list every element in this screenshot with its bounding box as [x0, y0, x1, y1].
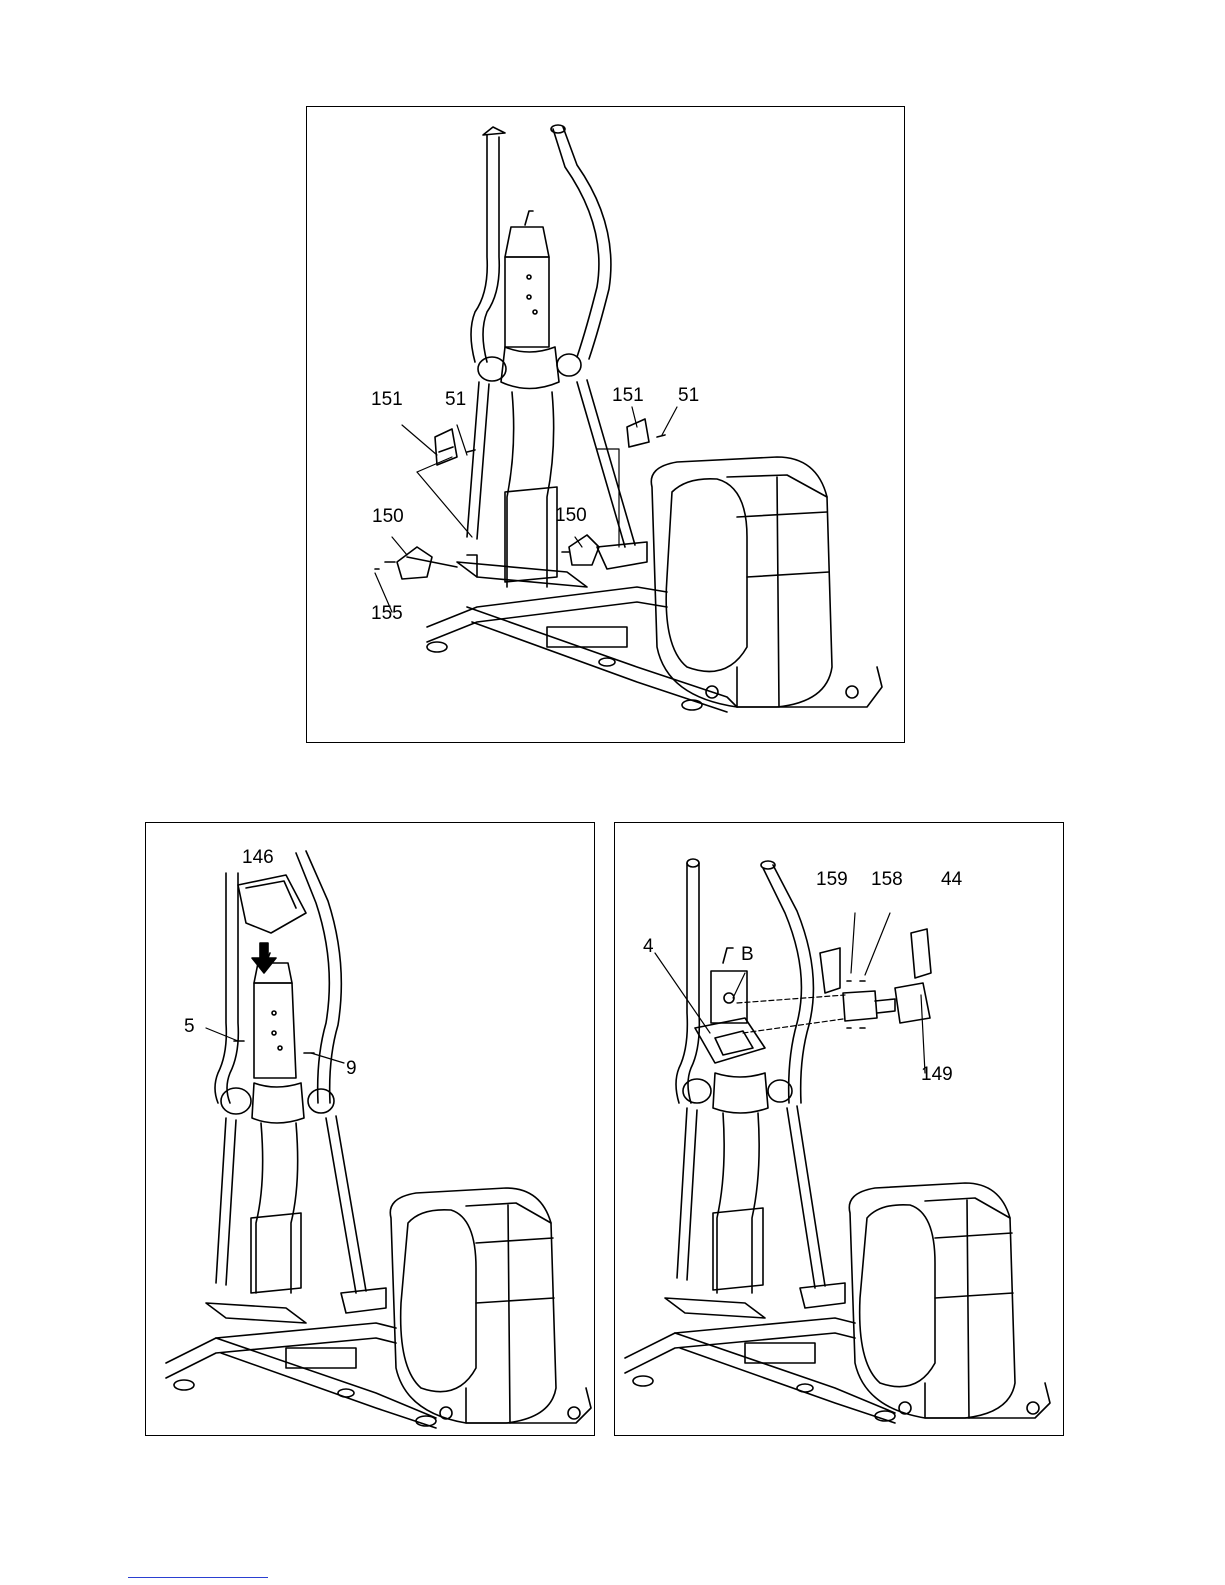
callout-155: 155 — [371, 604, 403, 623]
callout-4: 4 — [643, 937, 654, 956]
callout-159: 159 — [816, 870, 848, 889]
callout-51-right: 51 — [678, 386, 699, 405]
callout-151-left: 151 — [371, 390, 403, 409]
callout-51-left: 51 — [445, 390, 466, 409]
callout-150-left: 150 — [372, 507, 404, 526]
elliptical-trainer-drawing-top — [307, 107, 906, 744]
figure-bottom-right-panel: 159 158 44 4 B 149 — [614, 822, 1064, 1436]
callout-149: 149 — [921, 1065, 953, 1084]
footer-link-underline — [128, 1577, 268, 1578]
elliptical-trainer-drawing-bottom-left — [146, 823, 596, 1437]
callout-B: B — [741, 945, 754, 964]
callout-44: 44 — [941, 870, 962, 889]
callout-150-right: 150 — [555, 506, 587, 525]
callout-151-right: 151 — [612, 386, 644, 405]
callout-158: 158 — [871, 870, 903, 889]
callout-5: 5 — [184, 1017, 195, 1036]
callout-146: 146 — [242, 848, 274, 867]
callout-9: 9 — [346, 1059, 357, 1078]
elliptical-trainer-drawing-bottom-right — [615, 823, 1065, 1437]
figure-top-panel: 151 51 151 51 150 150 155 — [306, 106, 905, 743]
figure-bottom-left-panel: 146 5 9 — [145, 822, 595, 1436]
